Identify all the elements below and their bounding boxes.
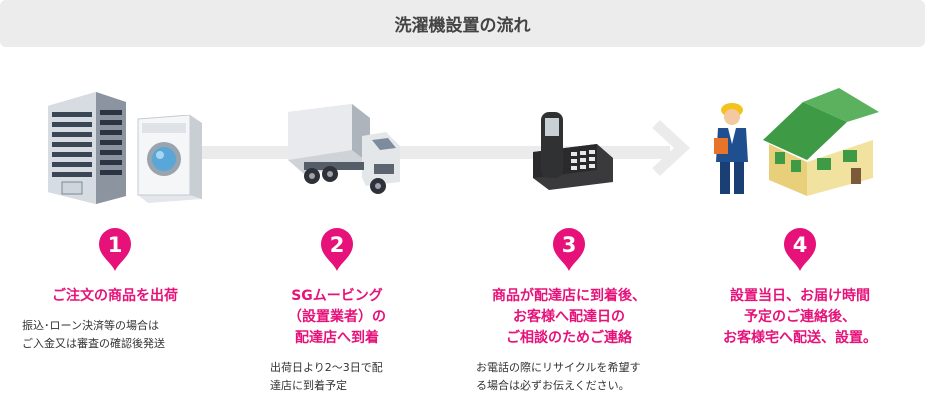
step-title-line: ご相談のためご連絡 — [506, 330, 632, 346]
step-note-line: ご入金又は審査の確認後発送 — [22, 337, 165, 350]
step-note: お電話の際にリサイクルを希望す る場合は必ずお伝えください。 — [476, 359, 684, 395]
step-title-line: SGムービング — [291, 288, 383, 304]
building-icon — [48, 92, 126, 204]
step-number: 2 — [330, 233, 345, 257]
step-note-line: 達店に到着予定 — [270, 379, 347, 392]
step-title: SGムービング （設置業者）の 配達店へ到着 — [222, 286, 452, 349]
step-note-line: 出荷日より2～3日で配 — [270, 361, 383, 374]
step-number-marker: 4 — [784, 228, 816, 271]
step-title: ご注文の商品を出荷 — [0, 286, 230, 307]
step-title-line: 商品が配達店に到着後、 — [492, 288, 646, 304]
step-number-marker: 2 — [321, 228, 353, 271]
flow-header: 洗濯機設置の流れ — [0, 0, 925, 47]
flow-step-1: 1 ご注文の商品を出荷 振込･ローン決済等の場合は ご入金又は審査の確認後発送 — [0, 226, 230, 353]
step-title-line: 設置当日、お届け時間 — [730, 288, 870, 304]
telephone-icon — [533, 112, 613, 190]
flow-arrow-icon — [652, 119, 690, 177]
step-number-marker: 3 — [553, 228, 585, 271]
step-number: 4 — [793, 233, 808, 257]
step-number: 3 — [562, 233, 577, 257]
step-title: 設置当日、お届け時間 予定のご連絡後、 お客様宅へ配送、設置。 — [685, 286, 915, 349]
step-number-marker: 1 — [99, 228, 131, 271]
page-title: 洗濯機設置の流れ — [394, 16, 531, 36]
step-title-line: 配達店へ到着 — [295, 330, 379, 346]
flow-step-4: 4 設置当日、お届け時間 予定のご連絡後、 お客様宅へ配送、設置。 — [685, 226, 915, 349]
step-title-line: 予定のご連絡後、 — [744, 309, 856, 325]
step-title-line: ご注文の商品を出荷 — [52, 288, 178, 304]
house-icon — [763, 88, 879, 196]
flow-step-2: 2 SGムービング （設置業者）の 配達店へ到着 出荷日より2～3日で配 達店に… — [222, 226, 452, 395]
step-note-line: お電話の際にリサイクルを希望す — [476, 361, 641, 374]
step-note: 振込･ローン決済等の場合は ご入金又は審査の確認後発送 — [22, 317, 230, 353]
step-title-line: お客様へ配達日の — [513, 309, 625, 325]
step-number: 1 — [108, 233, 123, 257]
step-title-line: お客様宅へ配送、設置。 — [723, 330, 877, 346]
installer-icon — [714, 103, 748, 194]
step-note-line: る場合は必ずお伝えください。 — [476, 379, 630, 392]
flow-step-3: 3 商品が配達店に到着後、 お客様へ配達日の ご相談のためご連絡 お電話の際にリ… — [454, 226, 684, 395]
step-title-line: （設置業者）の — [288, 309, 386, 325]
step-note-line: 振込･ローン決済等の場合は — [22, 319, 159, 332]
step-title: 商品が配達店に到着後、 お客様へ配達日の ご相談のためご連絡 — [454, 286, 684, 349]
step-note: 出荷日より2～3日で配 達店に到着予定 — [270, 359, 452, 395]
delivery-truck-icon — [288, 104, 400, 194]
washing-machine-icon — [137, 115, 202, 203]
